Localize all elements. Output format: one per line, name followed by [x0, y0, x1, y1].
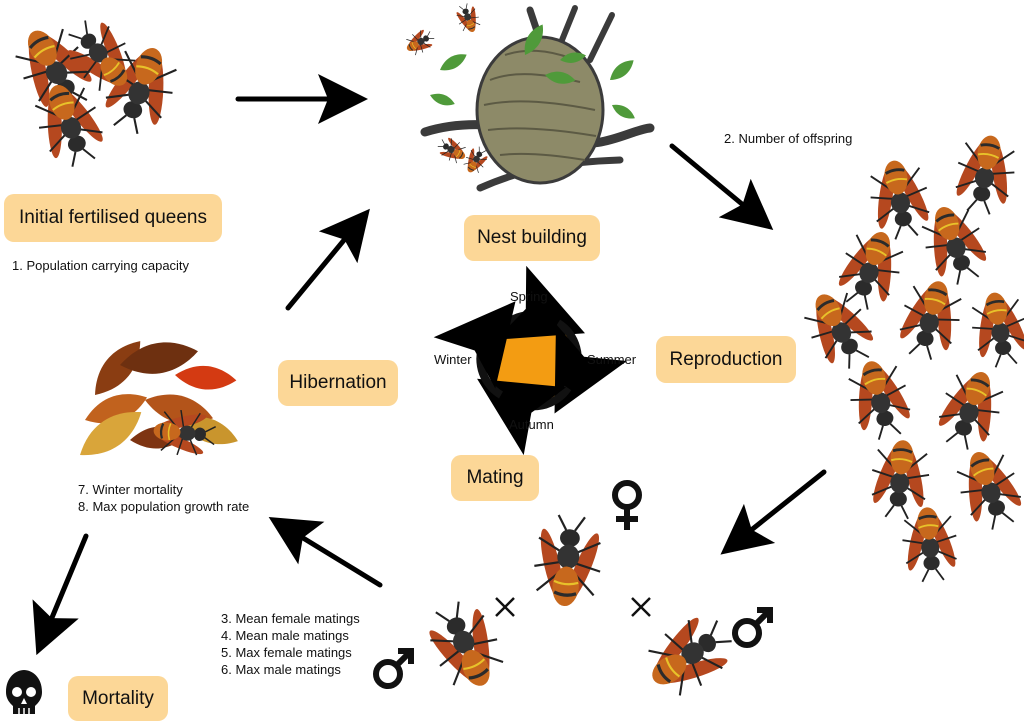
- arrow-nest-to-reproduction: [669, 143, 774, 230]
- arrow-to-mortality: [32, 533, 89, 656]
- season-winter: Winter: [434, 352, 472, 367]
- param-max-female-matings: 5. Max female matings: [221, 645, 352, 660]
- female-symbol-icon: [612, 480, 642, 530]
- queens-illustration: [3, 8, 188, 175]
- param-mean-male-matings: 4. Mean male matings: [221, 628, 349, 643]
- param-max-growth-rate: 8. Max population growth rate: [78, 499, 250, 514]
- stage-label-hibernation: Hibernation: [278, 360, 398, 406]
- stage-label-nest-building: Nest building: [464, 215, 600, 261]
- stage-label-reproduction: Reproduction: [656, 336, 796, 383]
- skull-icon: [6, 670, 42, 714]
- arrow-hibernation-to-nest: [285, 208, 370, 311]
- male-symbol-icon: [732, 607, 773, 648]
- hibernation-leaves-illustration: [71, 332, 242, 467]
- season-summer: Summer: [587, 352, 637, 367]
- reproduction-swarm-illustration: [792, 129, 1024, 585]
- mating-illustration: [416, 511, 745, 709]
- param-carrying-capacity: 1. Population carrying capacity: [12, 258, 190, 273]
- stage-label-initial-queens: Initial fertilised queens: [4, 194, 222, 242]
- season-cycle: [433, 265, 627, 456]
- param-winter-mortality: 7. Winter mortality: [78, 482, 183, 497]
- param-number-of-offspring: 2. Number of offspring: [724, 131, 853, 146]
- nest-illustration: [401, 0, 655, 192]
- arrow-reproduction-to-mating: [720, 469, 827, 555]
- season-autumn: Autumn: [509, 417, 554, 432]
- cross-icon: [631, 597, 651, 617]
- season-spring: Spring: [510, 289, 548, 304]
- stage-label-mortality: Mortality: [68, 676, 168, 721]
- param-mean-female-matings: 3. Mean female matings: [221, 611, 360, 626]
- male-symbol-icon: [373, 648, 414, 689]
- arrow-mating-to-hibernation: [268, 516, 383, 588]
- cross-icon: [495, 597, 515, 617]
- stage-label-mating: Mating: [451, 455, 539, 501]
- param-max-male-matings: 6. Max male matings: [221, 662, 341, 677]
